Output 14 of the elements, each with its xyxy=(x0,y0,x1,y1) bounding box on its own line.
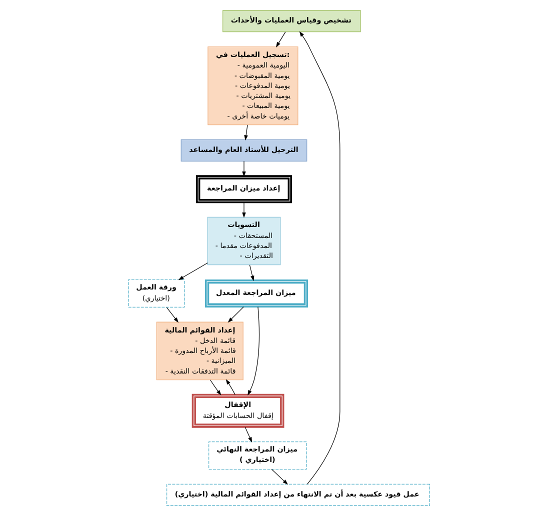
arrow xyxy=(228,306,244,323)
arrow xyxy=(249,264,254,282)
arrow xyxy=(248,306,260,396)
arrow xyxy=(210,380,222,396)
arrow xyxy=(166,307,179,323)
arrow xyxy=(244,426,252,443)
arrow xyxy=(276,32,286,48)
arrow xyxy=(242,161,246,177)
arrow xyxy=(242,202,246,218)
arrow xyxy=(244,124,248,141)
arrow xyxy=(271,468,288,485)
arrow xyxy=(178,262,208,280)
arrow xyxy=(226,379,236,395)
arrow xyxy=(299,31,340,484)
